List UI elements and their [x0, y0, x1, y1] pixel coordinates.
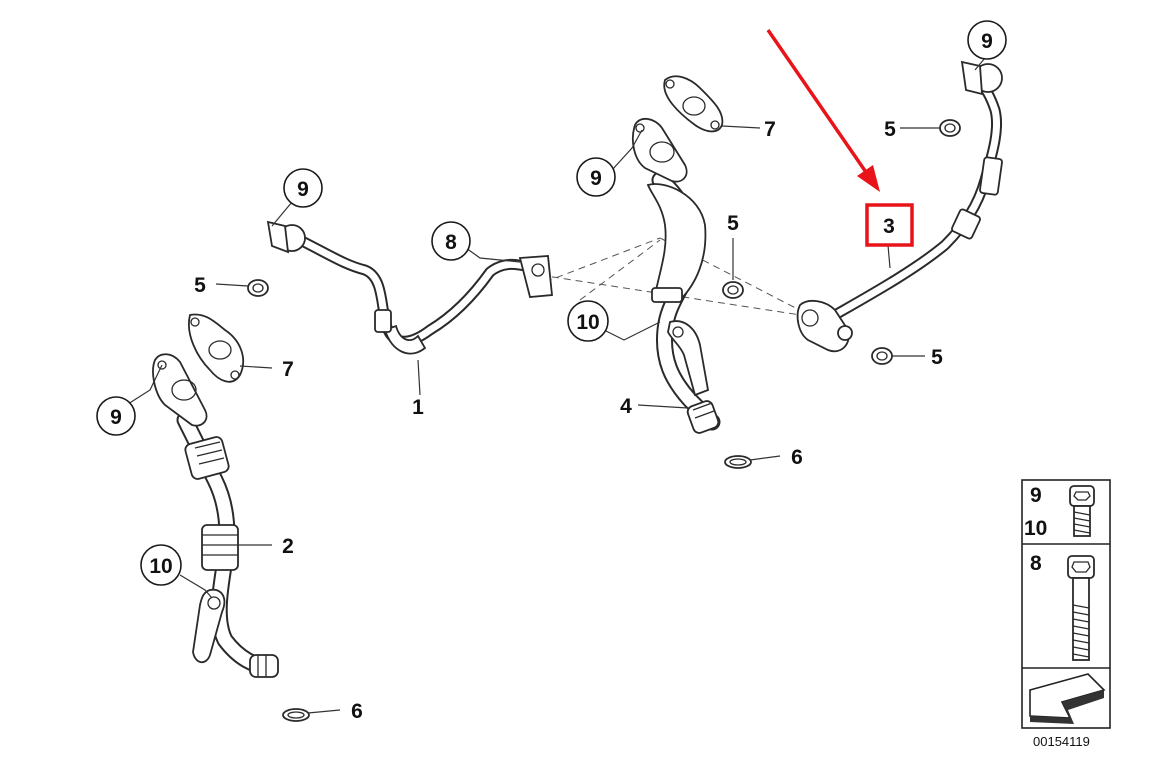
svg-text:9: 9 — [110, 406, 122, 429]
svg-text:10: 10 — [576, 311, 599, 334]
pipe-2 — [152, 353, 279, 678]
callout-pipe-1: 1 — [412, 396, 424, 419]
callout-pipe-2: 2 — [282, 535, 294, 558]
callout-center-ring-6: 6 — [791, 446, 803, 469]
svg-text:8: 8 — [445, 231, 457, 254]
svg-text:5: 5 — [727, 212, 739, 235]
callout-pipe-4: 4 — [620, 395, 632, 418]
direction-arrow-icon — [1029, 673, 1106, 724]
callout-center-gasket-7: 7 — [764, 118, 776, 141]
callout-pipe-3: 3 — [865, 203, 914, 247]
gasket-left — [188, 313, 245, 383]
callout-center-bolt-9: 9 — [576, 157, 616, 197]
svg-text:6: 6 — [791, 446, 803, 469]
callout-right-ring-5-top: 5 — [884, 118, 896, 141]
o-ring-left-top — [247, 279, 269, 297]
callout-right-bolt-9: 9 — [967, 20, 1007, 60]
svg-text:5: 5 — [931, 346, 943, 369]
svg-text:9: 9 — [590, 167, 602, 190]
pipe-1 — [266, 220, 553, 355]
svg-text:1: 1 — [412, 396, 424, 419]
callout-bolt-8: 8 — [431, 221, 471, 261]
svg-text:9: 9 — [981, 30, 993, 53]
callout-left-bolt-10: 10 — [140, 544, 182, 586]
svg-text:4: 4 — [620, 395, 632, 418]
document-number: 00154119 — [1033, 734, 1090, 749]
callout-left-ring-6: 6 — [351, 700, 363, 723]
callout-left-bolt-mid: 9 — [96, 396, 136, 436]
callout-center-ring-5: 5 — [727, 212, 739, 235]
callout-left-ring-top: 5 — [194, 274, 206, 297]
svg-text:5: 5 — [194, 274, 206, 297]
callout-left-gasket: 7 — [282, 358, 294, 381]
svg-text:7: 7 — [764, 118, 776, 141]
o-ring-right-top — [939, 119, 961, 137]
pipe-4 — [632, 118, 721, 434]
svg-text:6: 6 — [351, 700, 363, 723]
callout-left-bolt-top: 9 — [283, 168, 323, 208]
legend-label-10: 10 — [1024, 517, 1047, 540]
long-bolt-icon — [1067, 555, 1095, 661]
short-bolt-icon — [1069, 485, 1095, 537]
svg-text:3: 3 — [883, 215, 895, 238]
o-ring-left-bottom — [282, 708, 310, 722]
svg-text:9: 9 — [297, 178, 309, 201]
highlight-box — [865, 203, 914, 247]
svg-text:5: 5 — [884, 118, 896, 141]
callout-right-ring-5-bottom: 5 — [931, 346, 943, 369]
svg-text:7: 7 — [282, 358, 294, 381]
o-ring-right-bottom — [871, 347, 893, 365]
legend-label-8: 8 — [1030, 552, 1042, 575]
legend-panel: 9 10 8 — [1021, 479, 1111, 729]
svg-text:10: 10 — [149, 555, 172, 578]
pipe-3 — [796, 60, 1003, 353]
o-ring-center-bottom — [724, 455, 752, 469]
legend-label-9: 9 — [1030, 484, 1042, 507]
gasket-center — [663, 75, 724, 133]
o-ring-center — [722, 281, 744, 299]
svg-text:2: 2 — [282, 535, 294, 558]
leader-lines — [127, 57, 986, 714]
highlight-arrow — [766, 29, 880, 192]
callout-center-bolt-10: 10 — [567, 300, 609, 342]
